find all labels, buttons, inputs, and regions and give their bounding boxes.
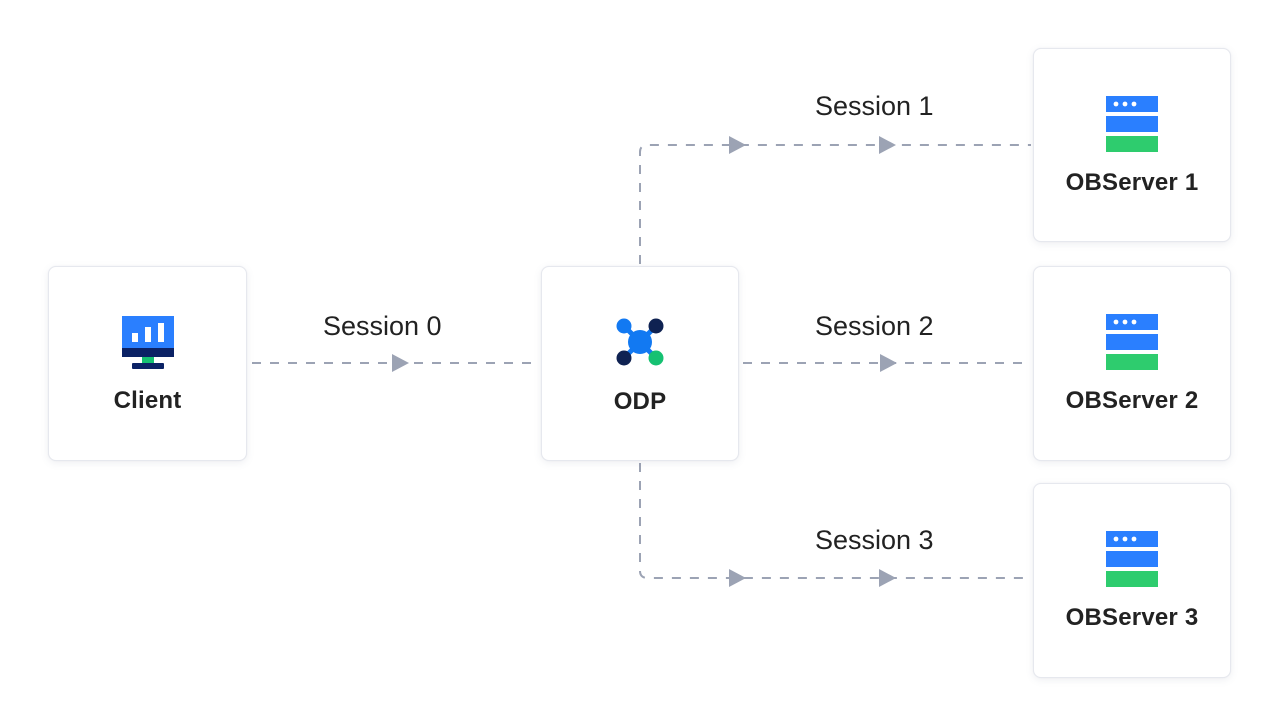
- connector-session-3-arrow-2: [879, 569, 896, 587]
- server-stack-icon: [1106, 95, 1158, 157]
- connector-session-2: [743, 354, 1031, 372]
- network-hub-icon: [611, 313, 669, 376]
- session-label-3: Session 3: [815, 525, 934, 555]
- connector-session-1-arrow-1: [729, 136, 746, 154]
- monitor-chart-icon: [117, 314, 179, 375]
- node-observer-3-label: OBServer 3: [1065, 604, 1199, 631]
- node-observer-1-label: OBServer 1: [1065, 168, 1199, 196]
- connector-session-3-arrow-1: [729, 569, 746, 587]
- connector-session-1-arrow-2: [879, 136, 896, 154]
- session-label-2: Session 2: [815, 311, 934, 341]
- connector-session-1-path: [639, 144, 1031, 264]
- connector-session-3-path: [639, 463, 1031, 579]
- node-observer-1[interactable]: OBServer 1: [1033, 48, 1231, 242]
- node-client-label: Client: [113, 387, 182, 414]
- connector-session-1: [639, 136, 1031, 264]
- node-odp[interactable]: ODP: [541, 266, 739, 461]
- server-stack-icon: [1106, 314, 1158, 375]
- connector-session-2-arrow: [880, 354, 897, 372]
- node-observer-2[interactable]: OBServer 2: [1033, 266, 1231, 461]
- connector-session-0: [252, 354, 538, 372]
- node-odp-label: ODP: [613, 388, 667, 415]
- server-stack-icon: [1106, 531, 1158, 592]
- node-observer-2-label: OBServer 2: [1065, 387, 1199, 414]
- session-label-0: Session 0: [323, 311, 442, 341]
- node-client[interactable]: Client: [48, 266, 247, 461]
- session-label-1: Session 1: [815, 91, 934, 121]
- node-observer-3[interactable]: OBServer 3: [1033, 483, 1231, 678]
- connector-session-3: [639, 463, 1031, 587]
- connector-session-0-arrow: [392, 354, 409, 372]
